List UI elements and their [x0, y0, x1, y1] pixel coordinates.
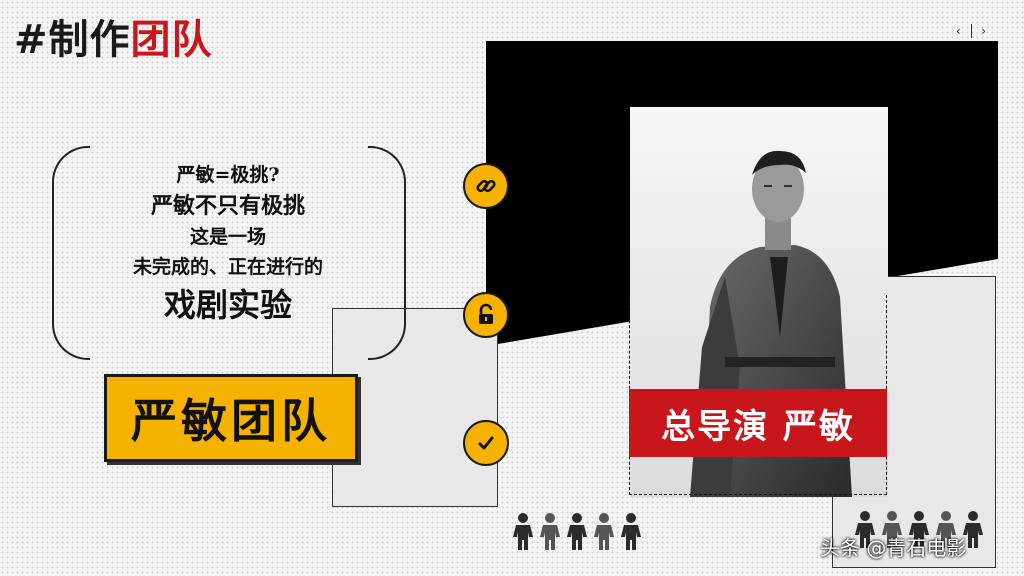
page-title: #制作团队 — [14, 14, 213, 66]
check-icon — [463, 420, 509, 466]
person-icon — [906, 510, 932, 554]
person-icon — [879, 510, 905, 554]
title-accent: 团队 — [130, 17, 213, 63]
name-banner-text: 总导演 严敏 — [661, 406, 855, 447]
prev-arrow-icon[interactable]: ‹ — [956, 24, 961, 38]
person-icon — [852, 510, 878, 554]
quote-line-4: 未完成的、正在进行的 — [132, 256, 323, 278]
next-arrow-icon[interactable]: › — [981, 24, 986, 38]
person-icon — [591, 512, 617, 556]
slide-nav: ‹ › — [956, 22, 986, 40]
person-icon — [618, 512, 644, 556]
person-icon — [960, 510, 986, 554]
watermark: 头条 @青石电影 — [820, 536, 967, 560]
quote-line-2: 严敏不只有极挑 — [150, 193, 305, 219]
name-banner: 总导演 严敏 — [629, 389, 887, 457]
quote-line-1: 严敏=极挑? — [176, 164, 280, 186]
link-icon — [463, 163, 509, 209]
people-icons-right — [852, 510, 986, 554]
grey-panel-left — [332, 308, 498, 507]
title-prefix: #制作 — [14, 17, 131, 63]
person-icon — [564, 512, 590, 556]
person-icon — [510, 512, 536, 556]
person-icon — [933, 510, 959, 554]
unlock-icon — [463, 292, 509, 338]
quote-text: 严敏=极挑? 严敏不只有极挑 这是一场 未完成的、正在进行的 戏剧实验 — [70, 160, 386, 328]
people-icons-left — [510, 512, 644, 556]
team-label-box: 严敏团队 — [104, 374, 358, 462]
person-icon — [537, 512, 563, 556]
quote-line-3: 这是一场 — [189, 226, 266, 248]
team-label: 严敏团队 — [131, 394, 331, 448]
nav-divider — [970, 24, 972, 38]
quote-line-5: 戏剧实验 — [163, 286, 292, 324]
